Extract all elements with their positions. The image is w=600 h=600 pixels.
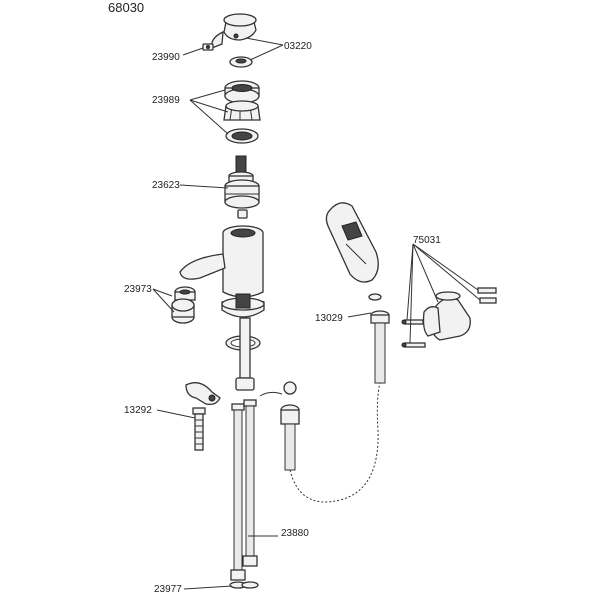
cap-03220 — [229, 56, 253, 68]
shower-hose — [259, 381, 381, 503]
label-23989: 23989 — [152, 95, 180, 106]
label-23623: 23623 — [152, 180, 180, 191]
leader-lines — [152, 37, 481, 590]
label-75031: 75031 — [413, 235, 441, 246]
hand-shower-head — [325, 202, 379, 283]
model-number: 68030 — [108, 0, 144, 15]
wall-holder-75031 — [422, 291, 471, 341]
aerator-23973 — [171, 286, 196, 324]
anchor-screws — [401, 287, 497, 348]
hose-connector-nut — [280, 381, 300, 471]
ring-top-23989 — [224, 80, 260, 104]
shower-hose-end — [370, 310, 390, 384]
lever-handle — [211, 13, 257, 49]
small-adapter — [237, 209, 248, 219]
washers-23977 — [229, 581, 259, 589]
set-screw-23990 — [202, 43, 214, 51]
seal-ring-23989 — [225, 128, 259, 144]
mounting-bracket-13292 — [185, 382, 221, 451]
threaded-stud — [235, 317, 255, 391]
faucet-body — [179, 225, 265, 318]
cartridge-23623 — [224, 155, 260, 209]
hand-shower-washer — [368, 293, 382, 301]
label-03220: 03220 — [284, 41, 312, 52]
label-13292: 13292 — [124, 405, 152, 416]
supply-hose-left — [230, 403, 246, 581]
retaining-nut-23989 — [223, 100, 261, 121]
label-23880: 23880 — [281, 528, 309, 539]
label-23973: 23973 — [124, 284, 152, 295]
label-13029: 13029 — [315, 313, 343, 324]
supply-hose-right — [242, 399, 258, 567]
label-23990: 23990 — [152, 52, 180, 63]
label-23977: 23977 — [154, 584, 182, 595]
